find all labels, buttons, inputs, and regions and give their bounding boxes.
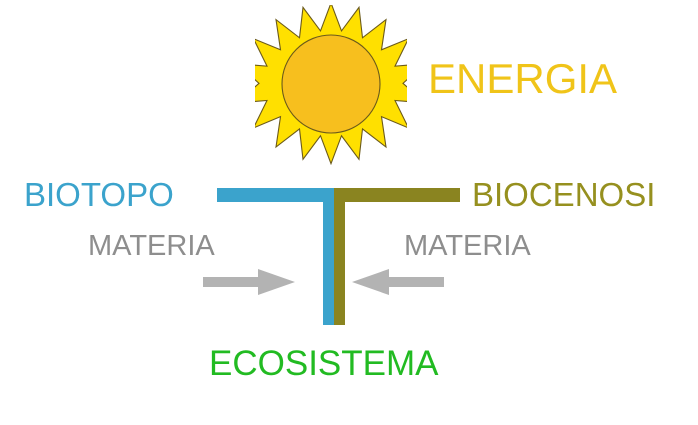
stem-olive	[334, 188, 345, 325]
arrow-left-icon	[352, 266, 444, 303]
materia-left-label: MATERIA	[88, 230, 215, 262]
arrow-right-icon	[203, 266, 295, 303]
materia-right-label: MATERIA	[404, 230, 531, 262]
stem-blue	[323, 188, 334, 325]
biocenosi-branch-bar	[334, 188, 460, 202]
sun-icon	[235, 1, 427, 166]
ecosistema-label: ECOSISTEMA	[209, 344, 439, 383]
sun-disc	[281, 34, 381, 134]
biotopo-branch-bar	[217, 188, 334, 202]
biotopo-label: BIOTOPO	[24, 176, 174, 213]
biocenosi-label: BIOCENOSI	[472, 176, 656, 213]
energia-label: ENERGIA	[428, 55, 618, 102]
